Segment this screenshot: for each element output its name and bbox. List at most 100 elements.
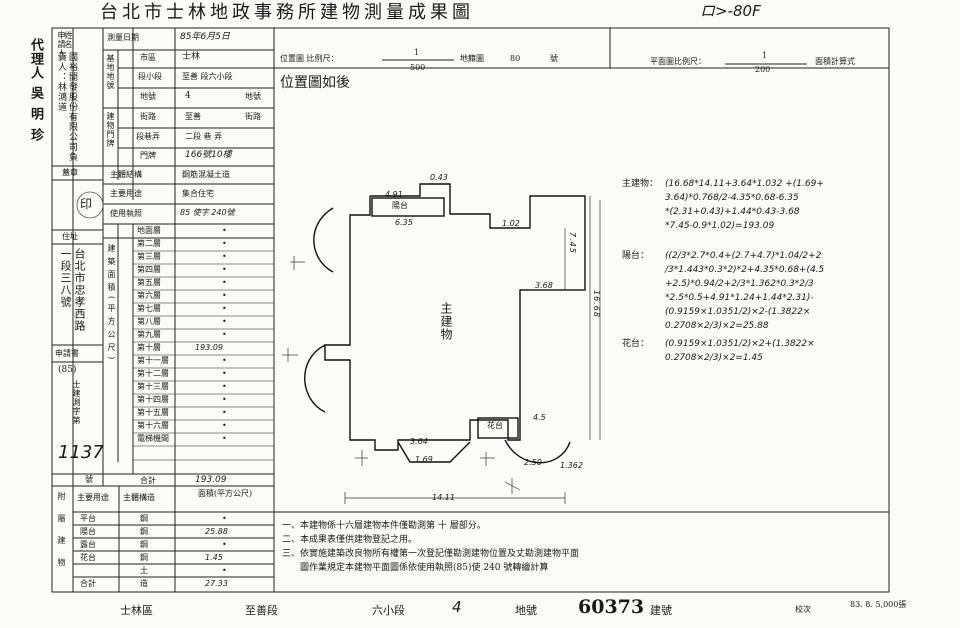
attached-side-label: 附屬建物 xyxy=(57,492,66,580)
attached-struct: 土 xyxy=(140,566,148,575)
note-line: 三、依實施建築改良物所有權第一次登記僅勘測建物位置及丈勘測建物平面 xyxy=(282,549,580,559)
calc-line: *2.5*0.5+4.91*1.24+1.44*2.31)- xyxy=(665,293,814,303)
plan-room-label: 主建物 xyxy=(439,302,453,341)
floor-name: 第七層 xyxy=(137,304,161,313)
street-label: 街路 xyxy=(140,112,156,121)
floor-area-value: • xyxy=(222,252,227,261)
dim-1-362: 1.362 xyxy=(560,461,583,470)
floor-area-value: • xyxy=(222,317,227,326)
floor-area-value: • xyxy=(222,434,227,443)
floor-name: 第十層 xyxy=(137,343,161,352)
floor-name: 第十六層 xyxy=(137,421,169,430)
floor-name: 第五層 xyxy=(137,278,161,287)
door-no-label: 門牌 xyxy=(140,151,156,160)
applicant-label-2: 姓名 xyxy=(64,31,73,49)
dim-0-43: 0.43 xyxy=(430,173,448,182)
location-scale-den: 500 xyxy=(410,63,426,72)
attached-area: • xyxy=(222,540,227,549)
floor-area-value: • xyxy=(222,291,227,300)
floor-area-value: • xyxy=(222,239,227,248)
attached-area: • xyxy=(222,566,227,575)
floor-name: 第八層 xyxy=(137,317,161,326)
sheet-label: 地籍圖 xyxy=(460,54,484,63)
attached-use: 露台 xyxy=(80,540,96,549)
floor-name: 第四層 xyxy=(137,265,161,274)
floor-name: 第六層 xyxy=(137,291,161,300)
lot-value: 4 xyxy=(185,91,191,101)
attached-struct: 造 xyxy=(140,579,148,588)
plan-scale-suffix: 面積計算式 xyxy=(815,57,855,66)
floor-total-value: 193.09 xyxy=(195,475,227,485)
calc-line: 0.2708×2/3)×2=1.45 xyxy=(665,353,763,363)
dim-1-02: 1.02 xyxy=(502,219,520,228)
app-no-mid: 士建測字第 xyxy=(72,380,81,425)
footer-subsection: 六小段 xyxy=(372,604,405,617)
floor-area-value: • xyxy=(222,330,227,339)
seal-stamp: 印 xyxy=(80,197,93,211)
applicant-name: 國裕開發股份有限公司負責人：林鴻道 xyxy=(56,52,77,162)
location-scale-num: 1 xyxy=(414,48,420,57)
dim-3-68: 3.68 xyxy=(535,281,553,290)
agent-name: 吳明珍 xyxy=(28,86,43,149)
attached-use: 平台 xyxy=(80,514,96,523)
floor-name: 電梯機間 xyxy=(137,434,169,443)
structure-value: 鋼筋混凝土造 xyxy=(182,170,230,179)
dim-7-45: 7.45 xyxy=(568,232,577,254)
calc-line: (0.9159×1.0351/2)×2+(1.3822× xyxy=(665,339,815,349)
floor-name: 第十四層 xyxy=(137,395,169,404)
district-value: 士林 xyxy=(182,52,201,62)
floor-area-value: • xyxy=(222,369,227,378)
structure-label: 主體結構 xyxy=(110,170,142,179)
corner-note: ロ>-80F xyxy=(700,2,761,20)
attached-col-struct: 主體構造 xyxy=(123,493,155,502)
dim-4-5: 4.5 xyxy=(533,413,546,422)
floor-area-value: • xyxy=(222,356,227,365)
floor-name: 第三層 xyxy=(137,252,161,261)
footer-district: 士林區 xyxy=(120,604,153,617)
note-line: 圖作業規定本建物平面圖係依使用執照(85)使 240 號轉繪計算 xyxy=(282,563,549,573)
plan-scale-label: 平面圖比例尺： xyxy=(650,57,706,66)
attached-area: 27.33 xyxy=(205,579,228,588)
app-no-year: (85) xyxy=(58,365,77,375)
floor-area-value: • xyxy=(222,395,227,404)
calc-line: *(2.31+0.43)+1.44*0.43-3.68 xyxy=(665,207,800,217)
calc-flower-label: 花台： xyxy=(622,339,650,349)
floor-area-value: • xyxy=(222,265,227,274)
lane-value: 二段 巷 弄 xyxy=(185,132,223,141)
attached-col-use: 主要用途 xyxy=(77,493,109,502)
attached-struct: 鋼 xyxy=(140,540,148,549)
address-label: 住址 xyxy=(62,232,78,241)
sheet-value: 80 xyxy=(510,54,521,63)
attached-struct: 鋼 xyxy=(140,527,148,536)
floor-area-value: 193.09 xyxy=(195,343,223,352)
section-label: 段小段 xyxy=(138,72,162,81)
calc-line: (16.68*14.11+3.64*1.032 +(1.69+ xyxy=(665,179,824,189)
attached-use: 合計 xyxy=(80,579,96,588)
note-line: 二、本成果表僅供建物登記之用。 xyxy=(282,535,418,545)
attached-struct: 鋼 xyxy=(140,553,148,562)
attached-area: • xyxy=(222,514,227,523)
agent-label: 代理人 xyxy=(28,38,43,80)
survey-date-label: 測量日期 xyxy=(107,33,139,42)
floor-name: 第十一層 xyxy=(137,356,169,365)
dim-3-64: 3.64 xyxy=(410,437,428,446)
survey-date-value: 85年6月5日 xyxy=(180,32,230,42)
calc-line: (0.9159×1.0351/2)×2-(1.3822× xyxy=(665,307,811,317)
seal-label: 蓋章 xyxy=(62,168,78,177)
calc-main-label: 主建物： xyxy=(622,179,659,189)
dim-14-11: 14.11 xyxy=(432,493,455,502)
floor-name: 地面層 xyxy=(137,226,161,235)
floor-name: 第十二層 xyxy=(137,369,169,378)
footer-print-note: 83. 8. 5,000張 xyxy=(850,600,907,609)
dim-4-91: 4.91 xyxy=(385,190,403,199)
dim-6-35: 6.35 xyxy=(395,218,413,227)
floor-area-value: • xyxy=(222,304,227,313)
floor-total-label: 合計 xyxy=(140,476,156,485)
use-value: 集合住宅 xyxy=(182,189,214,198)
calc-line: +2.5)*0.94/2+2/3*1.362*0.3*2/3 xyxy=(665,279,814,289)
floors-group-label: 建築面積(平方公尺) xyxy=(107,244,116,365)
use-label: 主要用途 xyxy=(110,189,142,198)
lot-label: 地號 xyxy=(140,92,156,101)
attached-struct: 鋼 xyxy=(140,514,148,523)
lot-suffix: 地號 xyxy=(245,92,261,101)
